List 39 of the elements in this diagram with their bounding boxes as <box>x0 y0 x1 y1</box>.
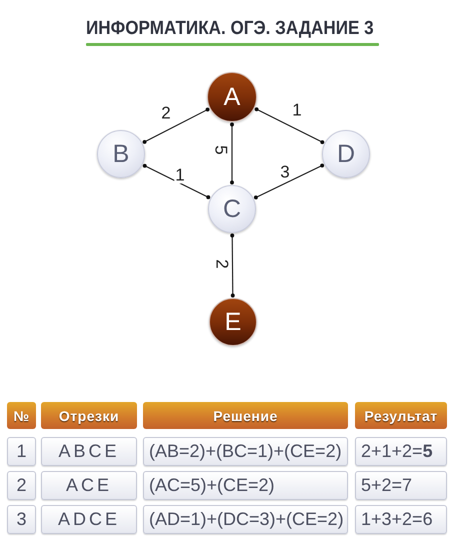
table-cell: ADCE <box>41 505 137 534</box>
page-title: ИНФОРМАТИКА. ОГЭ. ЗАДАНИЕ 3 <box>86 18 374 40</box>
edge-label: 3 <box>279 164 291 180</box>
edge-label: 1 <box>291 102 303 118</box>
edge-line <box>254 107 324 144</box>
edge-line <box>254 164 324 200</box>
column-header: Результат <box>355 402 447 429</box>
table-cell: (AC=5)+(CE=2) <box>143 471 348 500</box>
table-cell: (AD=1)+(DC=3)+(CE=2) <box>143 505 348 534</box>
edge-label: 2 <box>214 258 230 270</box>
edge-line <box>142 164 210 200</box>
table-cell: ABCE <box>41 437 137 466</box>
graph-vertex <box>207 72 257 122</box>
edge-label: 1 <box>174 166 186 184</box>
table-cell: 1+3+2=6 <box>355 505 447 534</box>
table-cell: 3 <box>7 505 36 534</box>
edge-label: 5 <box>212 144 230 156</box>
column-header: Отрезки <box>41 402 137 429</box>
vertex-label: A <box>224 84 240 110</box>
vertex-label: C <box>222 196 242 222</box>
table-cell: (AB=2)+(BC=1)+(CE=2) <box>143 437 348 466</box>
edge-line <box>142 108 210 144</box>
vertex-label: D <box>336 142 356 166</box>
edge-line <box>230 122 234 184</box>
edge-line <box>230 234 235 298</box>
table-cell: 2 <box>7 471 36 500</box>
column-header: Решение <box>143 402 348 429</box>
edge-label: 2 <box>160 104 172 122</box>
table-cell: ACE <box>41 471 137 500</box>
graph-vertex <box>97 130 145 178</box>
graph-vertex <box>209 298 257 346</box>
table-cell: 2+1+2=5 <box>355 437 447 466</box>
column-header: № <box>7 402 36 429</box>
vertex-label: E <box>224 310 242 334</box>
table-cell: 5+2=7 <box>355 471 447 500</box>
graph-vertex <box>322 130 370 178</box>
vertex-label: B <box>112 142 130 166</box>
table-cell: 1 <box>7 437 36 466</box>
graph-vertex <box>208 185 256 233</box>
